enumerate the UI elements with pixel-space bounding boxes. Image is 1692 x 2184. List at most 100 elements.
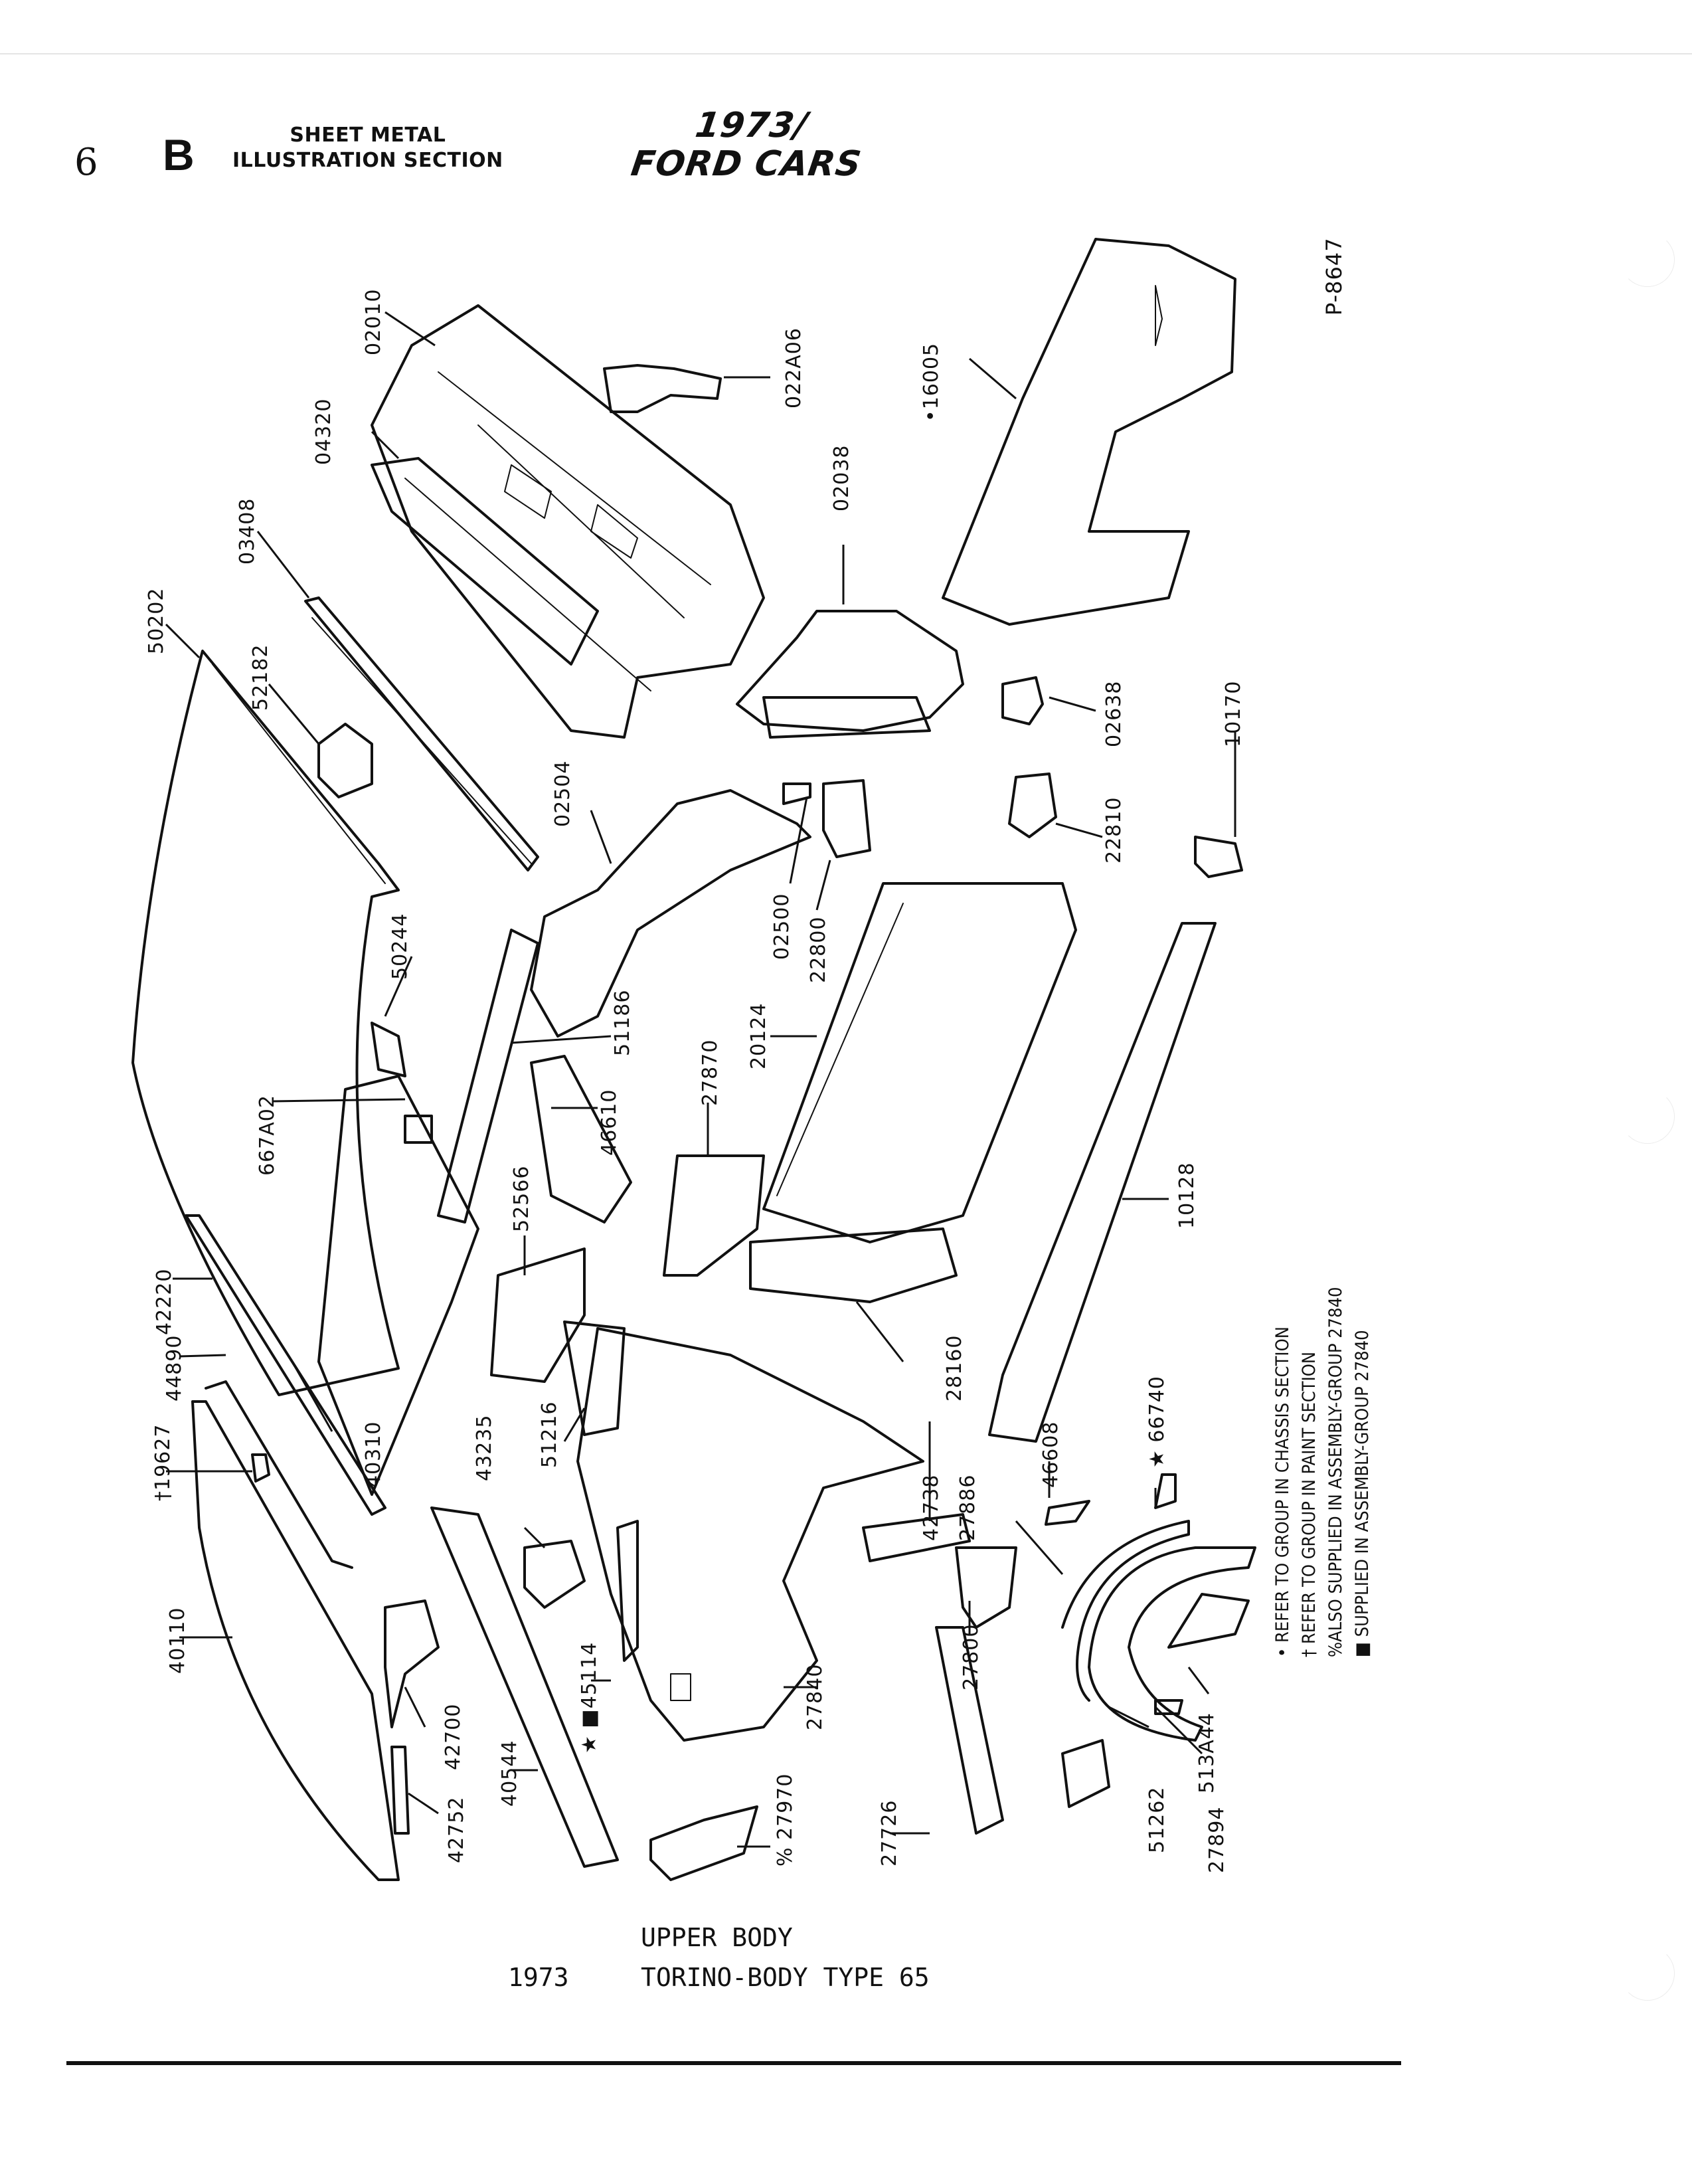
section-title: SHEET METAL ILLUSTRATION SECTION xyxy=(232,123,503,173)
part-bracket-66740 xyxy=(1154,1473,1177,1509)
part-hood-40110 xyxy=(191,1400,400,1881)
callout-02038: 02038 xyxy=(830,444,853,511)
callout-04320: 04320 xyxy=(312,398,335,465)
callout-27970: % 27970 xyxy=(774,1773,797,1866)
part-panel-51216 xyxy=(563,1320,626,1436)
callout-16005: •16005 xyxy=(920,342,943,422)
part-hinge-22810 xyxy=(1008,773,1057,838)
callout-52182: 52182 xyxy=(249,644,272,711)
legend-item-paint: † REFER TO GROUP IN PAINT SECTION xyxy=(1299,1351,1319,1657)
callout-44890: 44890 xyxy=(163,1334,186,1402)
callout-27726: 27726 xyxy=(878,1799,901,1866)
part-bracket-50244 xyxy=(371,1022,406,1077)
part-shield-513a44 xyxy=(1167,1593,1250,1649)
callout-19627: †19627 xyxy=(151,1423,175,1501)
part-bracket-02500 xyxy=(782,782,811,805)
part-apron-02038 xyxy=(736,610,964,739)
callout-03408: 03408 xyxy=(236,498,259,565)
part-brace-27726 xyxy=(935,1626,1004,1835)
part-rail-51186 xyxy=(437,929,539,1224)
part-clip-19627 xyxy=(251,1453,270,1483)
part-cowl-panel xyxy=(371,304,765,739)
callout-02638: 02638 xyxy=(1102,680,1126,747)
callout-28160: 28160 xyxy=(943,1334,966,1402)
part-panel-04320 xyxy=(371,457,599,666)
part-bracket-42752 xyxy=(390,1746,410,1835)
bottom-rule xyxy=(66,2061,1401,2065)
callout-51262: 51262 xyxy=(1145,1786,1169,1853)
callout-27800: 27800 xyxy=(960,1623,983,1690)
part-bracket-10170 xyxy=(1194,836,1243,878)
part-panel-27870 xyxy=(663,1154,765,1277)
part-latch-42700 xyxy=(384,1599,440,1728)
callout-51186: 51186 xyxy=(611,989,634,1056)
part-bracket-42738 xyxy=(862,1513,971,1562)
callout-22810: 22810 xyxy=(1102,796,1126,864)
part-bracket-51262 xyxy=(1061,1739,1110,1808)
part-flange-27894 xyxy=(1154,1699,1183,1715)
callout-42738: 42738 xyxy=(920,1474,943,1541)
callout-20124: 20124 xyxy=(747,1002,770,1069)
section-title-line1: SHEET METAL xyxy=(290,124,446,147)
part-rocker-10128 xyxy=(988,922,1217,1443)
top-scan-rule xyxy=(0,53,1692,54)
part-bracket-022a06 xyxy=(603,364,722,413)
caption-line1: UPPER BODY xyxy=(641,1923,793,1952)
part-bracket-46608 xyxy=(1045,1500,1090,1526)
callout-27886: 27886 xyxy=(956,1474,979,1541)
callout-513a44: 513A44 xyxy=(1195,1712,1219,1793)
callout-45114: ★ ■45114 xyxy=(578,1641,601,1754)
callout-27870: 27870 xyxy=(699,1039,722,1106)
part-clip-667a02 xyxy=(404,1115,433,1144)
part-door-20124 xyxy=(762,882,1077,1243)
callout-02500: 02500 xyxy=(770,893,794,960)
part-fender-16005 xyxy=(942,238,1236,626)
part-rail-03408 xyxy=(304,596,539,871)
callout-46610: 46610 xyxy=(598,1089,621,1156)
section-title-line2: ILLUSTRATION SECTION xyxy=(232,149,503,172)
callout-40310: 40310 xyxy=(362,1421,385,1488)
callout-42700: 42700 xyxy=(442,1703,465,1770)
callout-667a02: 667A02 xyxy=(256,1095,279,1176)
callout-40544: 40544 xyxy=(498,1740,521,1807)
callout-10170: 10170 xyxy=(1222,680,1245,747)
callout-52566: 52566 xyxy=(510,1165,533,1232)
punch-hole-mark xyxy=(1620,1089,1675,1144)
legend-item-chassis: • REFER TO GROUP IN CHASSIS SECTION xyxy=(1272,1326,1293,1657)
leader-lines xyxy=(165,311,1236,1848)
part-sill-28160 xyxy=(749,1228,958,1303)
callout-22800: 22800 xyxy=(807,916,830,983)
part-molding-45114 xyxy=(616,1520,639,1662)
part-bracket-27800 xyxy=(955,1546,1017,1629)
legend-item-also-supplied: %ALSO SUPPLIED IN ASSEMBLY-GROUP 27840 xyxy=(1325,1287,1346,1657)
part-hinge-22800 xyxy=(822,779,871,858)
callout-40110: 40110 xyxy=(166,1607,189,1674)
part-bracket-43235 xyxy=(523,1540,586,1609)
part-seal-42220 xyxy=(185,1214,386,1516)
page-number: 6 xyxy=(74,141,98,184)
callout-10128: 10128 xyxy=(1175,1162,1199,1229)
punch-hole-mark xyxy=(1620,1946,1675,2001)
part-dash-panel-40310 xyxy=(317,1075,479,1496)
callout-50202: 50202 xyxy=(145,587,168,654)
part-rod-44890 xyxy=(205,1380,353,1569)
part-bracket-27970 xyxy=(649,1805,758,1881)
callout-51216: 51216 xyxy=(538,1401,561,1468)
part-panel-46610 xyxy=(530,1055,632,1224)
part-roof-panel xyxy=(131,650,400,1396)
part-bracket-02638 xyxy=(1001,676,1044,725)
callout-66740: ★ 66740 xyxy=(1145,1376,1169,1468)
caption-year: 1973 xyxy=(508,1963,569,1992)
callout-46608: 46608 xyxy=(1039,1421,1062,1488)
part-bracket-52182 xyxy=(317,723,373,798)
part-fender-27840 xyxy=(576,1327,924,1742)
part-wheelhouse-27886 xyxy=(1061,1520,1256,1742)
callout-02010: 02010 xyxy=(362,288,385,355)
callout-02504: 02504 xyxy=(551,760,574,827)
legend-item-supplied: ■ SUPPLIED IN ASSEMBLY-GROUP 27840 xyxy=(1352,1330,1373,1657)
symbol-legend: • REFER TO GROUP IN CHASSIS SECTION † RE… xyxy=(1270,1287,1376,1657)
callout-022a06: 022A06 xyxy=(782,327,805,409)
part-pillar-02504 xyxy=(530,789,811,1038)
callout-43235: 43235 xyxy=(473,1414,496,1481)
